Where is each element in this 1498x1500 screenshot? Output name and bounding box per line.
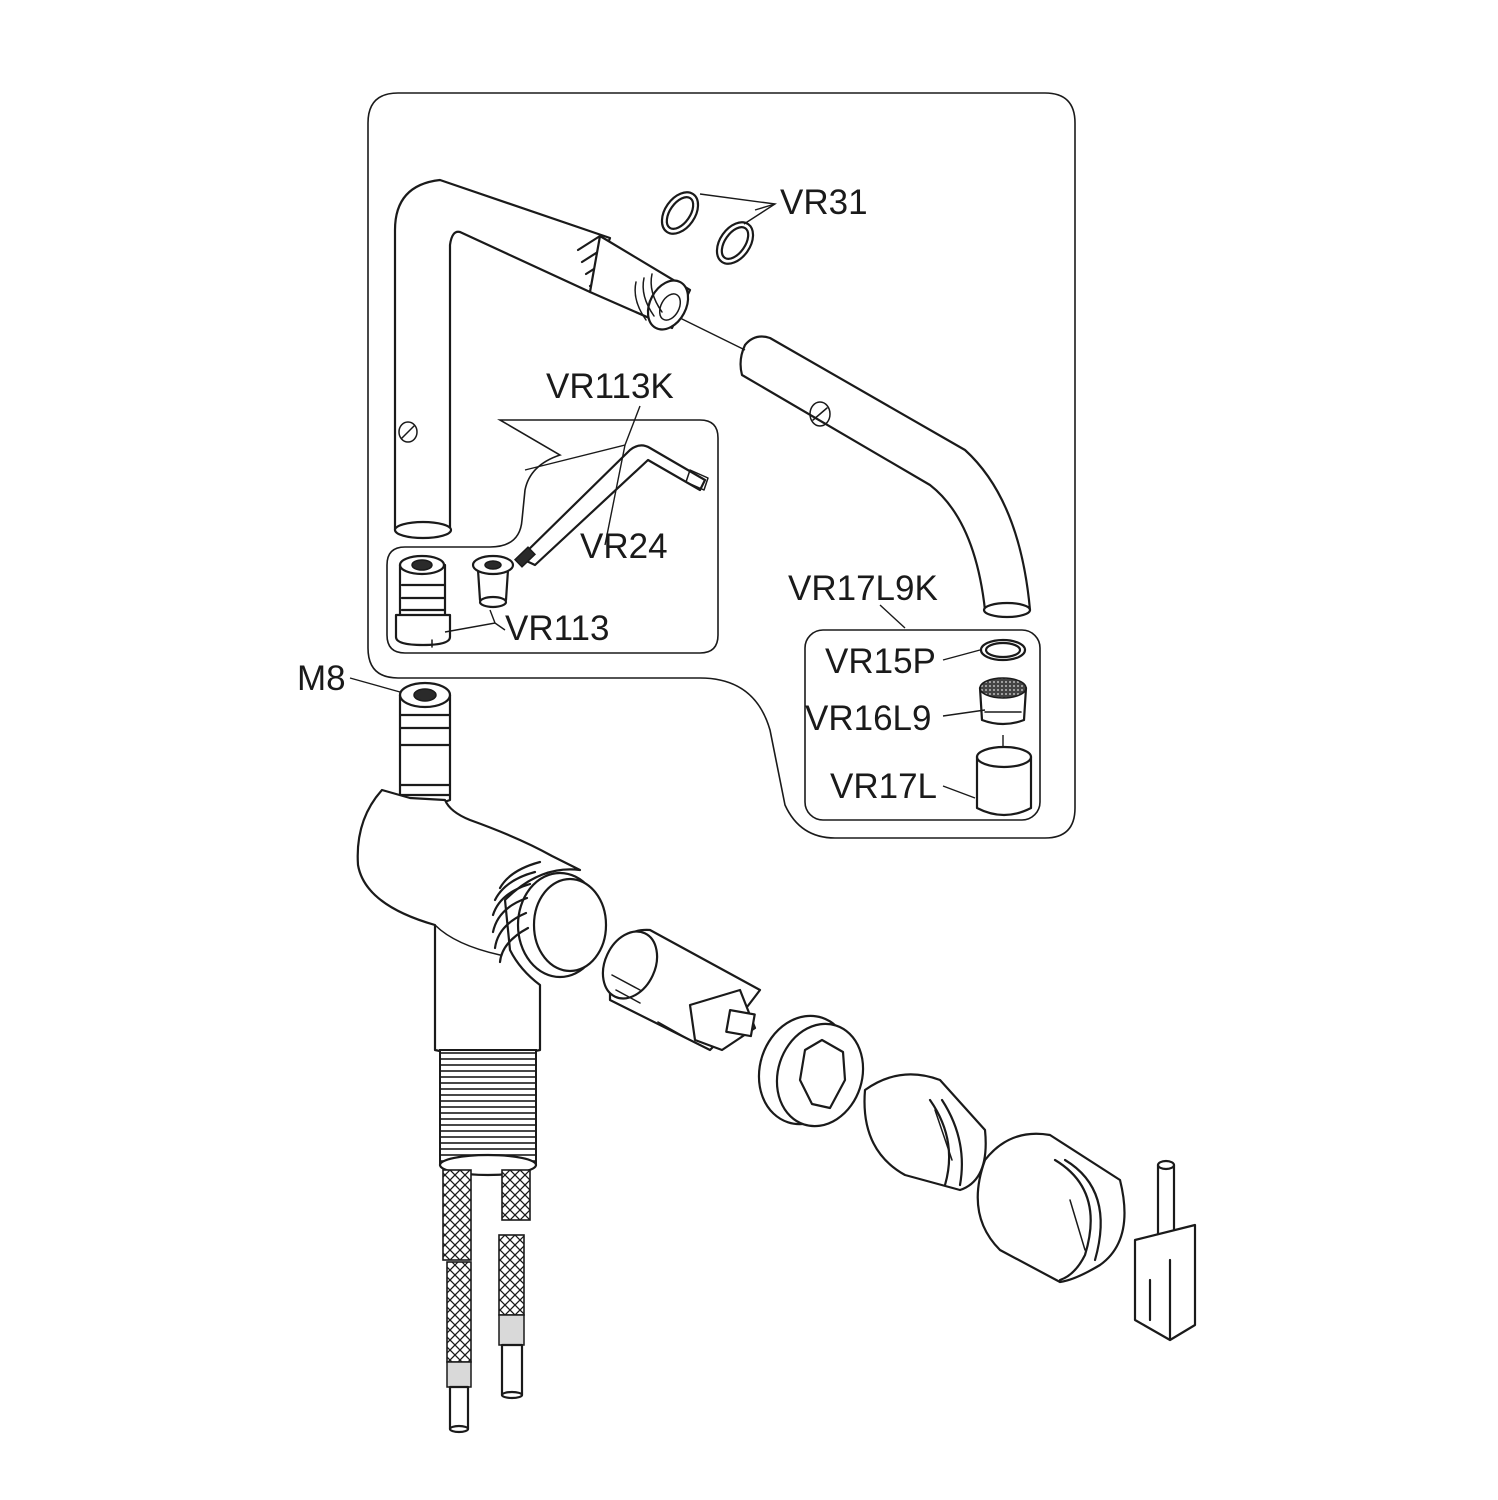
retaining-nut [757, 1014, 865, 1128]
label-vr24: VR24 [580, 527, 668, 566]
vr31-o-rings [660, 191, 755, 265]
label-vr17l9k: VR17L9K [788, 569, 938, 608]
vr24-hex-key [513, 444, 709, 568]
lever-handle [976, 1132, 1126, 1284]
mixer-cartridge [601, 928, 762, 1052]
label-m8: M8 [297, 659, 346, 698]
label-vr113: VR113 [505, 609, 609, 648]
spout-kit-frame [367, 92, 1076, 839]
lower-spout-tube [739, 335, 1032, 619]
label-vr17l: VR17L [830, 767, 937, 806]
label-vr15p: VR15P [825, 642, 936, 681]
faucet-body [356, 788, 608, 1058]
leader-lines [349, 193, 986, 799]
assembly-centerline [679, 317, 746, 351]
vr113-insert [471, 554, 515, 609]
lever-pin [1133, 1159, 1197, 1342]
vr17l-sleeve [975, 745, 1033, 817]
vr16l9-aerator [978, 677, 1028, 726]
label-vr113k: VR113K [546, 367, 674, 406]
label-vr16l9: VR16L9 [805, 699, 931, 738]
vr15p-gasket [979, 638, 1027, 662]
m8-insert [398, 681, 452, 807]
upper-spout-tube [393, 178, 692, 540]
label-vr31: VR31 [780, 183, 868, 222]
vr17l9k-kit-frame [804, 629, 1041, 821]
vr113k-kit-frame [386, 419, 719, 654]
handle-sleeve [863, 1073, 987, 1192]
supply-hoses [442, 1169, 531, 1434]
vr113-aerator-holder [394, 554, 452, 648]
threaded-shank [439, 1049, 537, 1166]
